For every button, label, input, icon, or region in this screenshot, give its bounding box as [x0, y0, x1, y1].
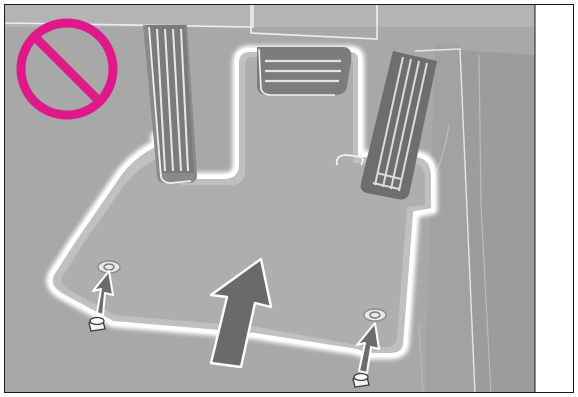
illustration-frame [4, 4, 574, 393]
floor-mat-illustration [5, 5, 574, 393]
brake-pedal [257, 47, 351, 95]
mat-clip-right [364, 309, 386, 321]
floor-anchor-left [89, 318, 105, 332]
floor-anchor-right [353, 374, 369, 388]
